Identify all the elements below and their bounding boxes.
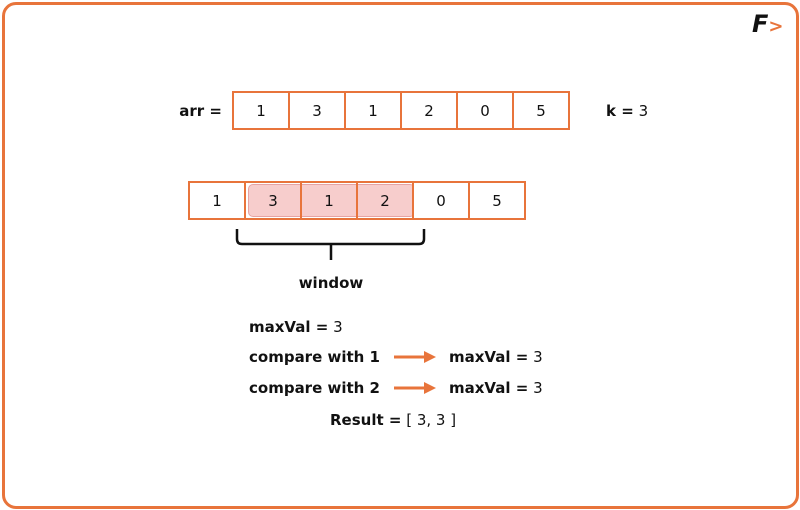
- k-label: k = 3: [606, 102, 649, 120]
- array-cell: 5: [468, 181, 526, 220]
- array-cell: 2: [400, 91, 458, 130]
- array-cell-in-window: 3: [244, 181, 302, 220]
- init-maxval: maxVal = 3: [249, 318, 343, 336]
- array-cell-in-window: 1: [300, 181, 358, 220]
- window-highlight: [248, 184, 415, 217]
- window-label: window: [298, 274, 364, 292]
- window-brace: [235, 229, 426, 260]
- arrow-right-icon: [394, 382, 436, 394]
- compare-step-2: compare with 2: [249, 379, 380, 397]
- window-array: 1 3 1 2 0 5: [188, 181, 526, 220]
- arr-label: arr =: [179, 102, 222, 120]
- brand-logo: F>: [752, 10, 784, 38]
- array-cell: 5: [512, 91, 570, 130]
- array-cell: 3: [288, 91, 346, 130]
- array-cell: 1: [232, 91, 290, 130]
- input-array: 1 3 1 2 0 5: [232, 91, 570, 130]
- array-cell-in-window: 2: [356, 181, 414, 220]
- array-cell: 0: [456, 91, 514, 130]
- step-1-result: maxVal = 3: [449, 348, 543, 366]
- final-result: Result = [ 3, 3 ]: [330, 411, 457, 429]
- array-cell: 1: [344, 91, 402, 130]
- step-2-result: maxVal = 3: [449, 379, 543, 397]
- array-cell: 1: [188, 181, 246, 220]
- array-cell: 0: [412, 181, 470, 220]
- arrow-right-icon: [394, 351, 436, 363]
- compare-step-1: compare with 1: [249, 348, 380, 366]
